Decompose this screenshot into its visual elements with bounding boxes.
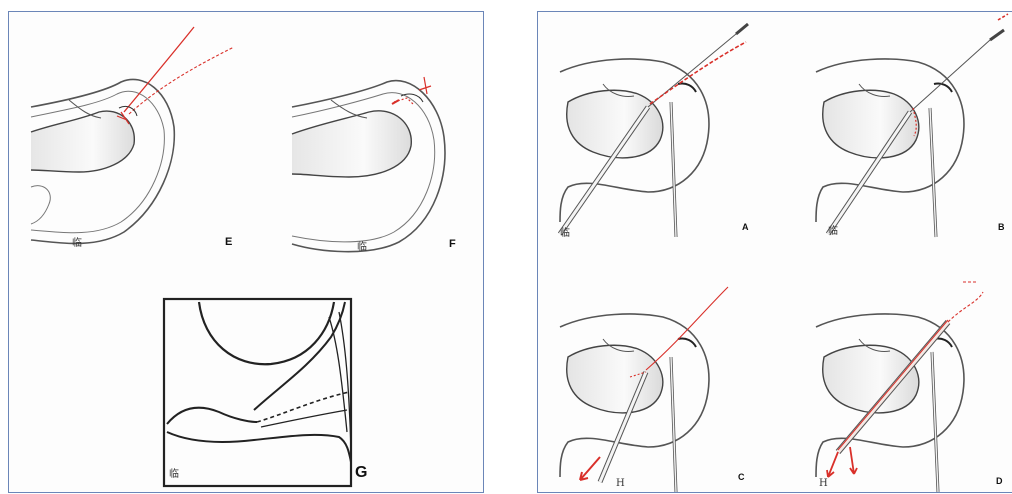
figure-a-label: A — [742, 222, 749, 232]
figure-e-label: E — [225, 236, 232, 248]
figure-a-drawing — [560, 24, 748, 237]
figure-a-handwritten-mark: 临 — [560, 224, 570, 239]
figure-b-label: B — [998, 222, 1005, 232]
figure-c-label: C — [738, 472, 745, 482]
figure-f-drawing — [292, 77, 445, 252]
figure-b-drawing — [816, 14, 1008, 237]
figure-d-handwritten-mark: H — [819, 478, 828, 489]
right-figure-panel: 临 A 临 B H C H D — [537, 11, 1012, 493]
figure-d-drawing — [816, 282, 983, 492]
figure-e-drawing — [31, 27, 234, 244]
figure-g-label: G — [355, 464, 367, 482]
figure-f-handwritten-mark: 临 — [357, 238, 367, 253]
figure-g-drawing — [164, 299, 351, 486]
figure-c-handwritten-mark: H — [616, 478, 625, 489]
figure-b-handwritten-mark: 临 — [828, 222, 838, 237]
right-panel-drawing — [538, 12, 1012, 494]
figure-e-handwritten-mark: 临 — [72, 234, 82, 249]
figure-g-handwritten-mark: 临 — [169, 465, 179, 480]
left-panel-drawing — [9, 12, 485, 494]
left-figure-panel: 临 E 临 F 临 G — [8, 11, 484, 493]
figure-f-label: F — [449, 238, 456, 250]
figure-d-label: D — [996, 476, 1003, 486]
figure-c-drawing — [560, 287, 728, 492]
